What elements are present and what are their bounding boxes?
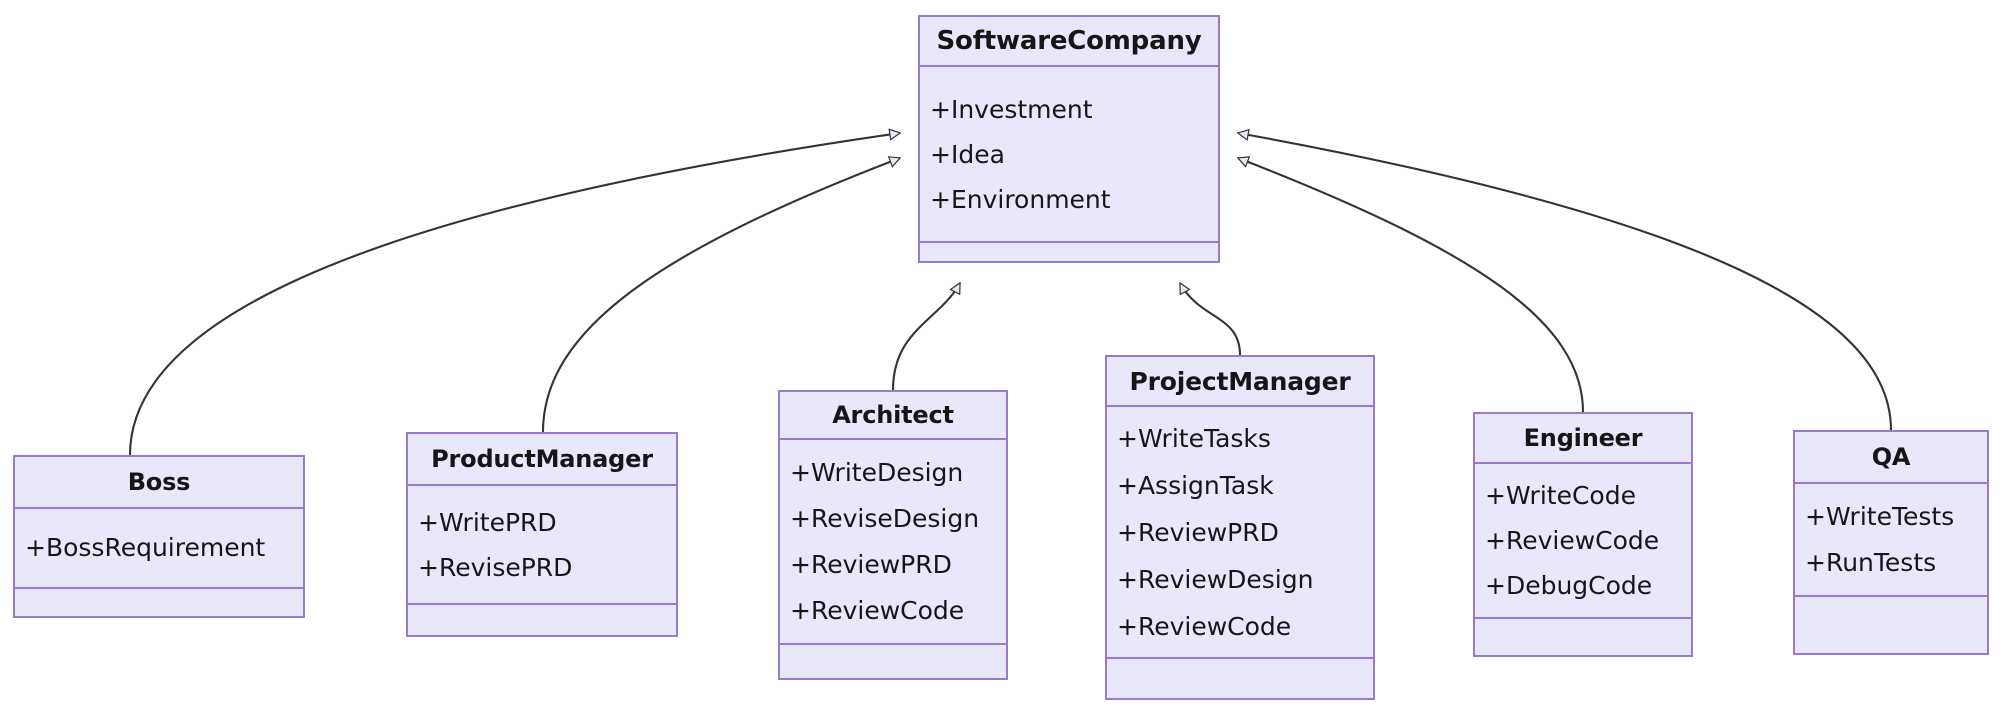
- class-methods-boss: [15, 589, 303, 616]
- class-attribute: +ReviewCode: [790, 595, 965, 625]
- class-box-architect[interactable]: Architect +WriteDesign +ReviseDesign +Re…: [778, 390, 1008, 680]
- class-attributes-projectmanager: +WriteTasks +AssignTask +ReviewPRD +Revi…: [1107, 407, 1373, 659]
- class-attributes-boss: +BossRequirement: [15, 509, 303, 589]
- class-attribute: +Environment: [930, 184, 1111, 214]
- class-box-projectmanager[interactable]: ProjectManager +WriteTasks +AssignTask +…: [1105, 355, 1375, 700]
- class-attribute: +RevisePRD: [418, 552, 573, 582]
- class-attributes-architect: +WriteDesign +ReviseDesign +ReviewPRD +R…: [780, 440, 1006, 645]
- class-attribute: +ReviewPRD: [790, 549, 952, 579]
- edge-projectmanager-to-softwarecompany: [1179, 283, 1242, 356]
- class-methods-softwarecompany: [920, 243, 1218, 261]
- class-box-qa[interactable]: QA +WriteTests +RunTests: [1793, 430, 1989, 655]
- class-box-productmanager[interactable]: ProductManager +WritePRD +RevisePRD: [406, 432, 678, 637]
- class-attribute: +WritePRD: [418, 507, 557, 537]
- class-title-qa: QA: [1795, 432, 1987, 484]
- class-methods-productmanager: [408, 605, 676, 635]
- class-title-softwarecompany: SoftwareCompany: [920, 17, 1218, 67]
- class-methods-architect: [780, 645, 1006, 678]
- class-attribute: +BossRequirement: [25, 533, 266, 562]
- class-attribute: +RunTests: [1805, 547, 1937, 577]
- class-title-architect: Architect: [780, 392, 1006, 440]
- class-attribute: +ReviewDesign: [1117, 564, 1314, 594]
- class-attribute: +AssignTask: [1117, 470, 1274, 500]
- class-title-boss: Boss: [15, 457, 303, 509]
- class-attributes-softwarecompany: +Investment +Idea +Environment: [920, 67, 1218, 243]
- class-attributes-productmanager: +WritePRD +RevisePRD: [408, 486, 676, 605]
- class-box-boss[interactable]: Boss +BossRequirement: [13, 455, 305, 618]
- class-title-productmanager: ProductManager: [408, 434, 676, 486]
- class-methods-engineer: [1475, 619, 1691, 655]
- class-attributes-engineer: +WriteCode +ReviewCode +DebugCode: [1475, 464, 1691, 619]
- class-attribute: +ReviseDesign: [790, 503, 980, 533]
- class-attribute: +WriteTests: [1805, 501, 1955, 531]
- class-attribute: +Idea: [930, 139, 1005, 169]
- class-title-projectmanager: ProjectManager: [1107, 357, 1373, 407]
- class-box-softwarecompany[interactable]: SoftwareCompany +Investment +Idea +Envir…: [918, 15, 1220, 263]
- class-methods-qa: [1795, 597, 1987, 651]
- class-methods-projectmanager: [1107, 659, 1373, 698]
- class-attribute: +ReviewPRD: [1117, 517, 1279, 547]
- class-attribute: +WriteCode: [1485, 481, 1636, 510]
- class-attribute: +DebugCode: [1485, 571, 1653, 600]
- class-title-engineer: Engineer: [1475, 414, 1691, 464]
- edge-architect-to-softwarecompany: [891, 283, 961, 391]
- class-attribute: +WriteDesign: [790, 457, 964, 487]
- class-attribute: +WriteTasks: [1117, 423, 1271, 453]
- class-attribute: +ReviewCode: [1117, 611, 1292, 641]
- class-attribute: +ReviewCode: [1485, 526, 1660, 555]
- class-box-engineer[interactable]: Engineer +WriteCode +ReviewCode +DebugCo…: [1473, 412, 1693, 657]
- class-attributes-qa: +WriteTests +RunTests: [1795, 484, 1987, 597]
- class-attribute: +Investment: [930, 94, 1093, 124]
